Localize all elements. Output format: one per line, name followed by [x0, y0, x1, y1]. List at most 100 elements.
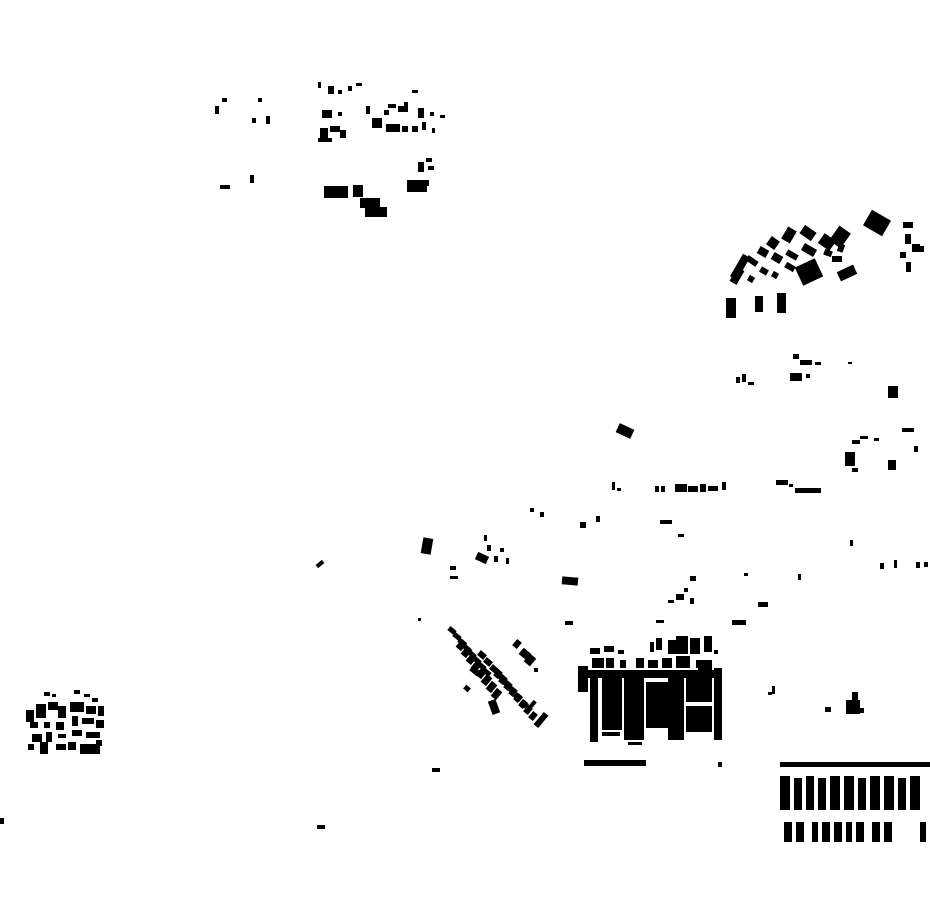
building-footprint [418, 162, 424, 172]
building-footprint [668, 678, 684, 740]
building-footprint [817, 233, 837, 251]
building-footprint [457, 638, 467, 647]
building-footprint [794, 778, 802, 810]
building-footprint [483, 657, 493, 667]
building-footprint [356, 83, 362, 86]
building-footprint [656, 620, 664, 623]
building-footprint [916, 562, 920, 568]
building-footprint [318, 82, 321, 88]
building-footprint [328, 86, 334, 94]
building-footprint [501, 678, 511, 688]
building-footprint [338, 90, 342, 94]
building-footprint [758, 602, 768, 607]
building-footprint [602, 678, 622, 730]
building-footprint [806, 374, 810, 378]
building-footprint [748, 382, 754, 385]
building-footprint [74, 690, 80, 694]
building-footprint [766, 236, 780, 250]
building-footprint [68, 742, 76, 750]
building-footprint [785, 249, 799, 261]
building-footprint [412, 126, 418, 132]
building-footprint [812, 822, 818, 842]
building-footprint [858, 708, 864, 713]
building-footprint [366, 106, 370, 114]
building-footprint [856, 822, 864, 842]
building-footprint [580, 522, 586, 528]
building-footprint [500, 548, 504, 552]
building-footprint [860, 436, 868, 439]
building-footprint [920, 822, 926, 842]
building-footprint [386, 124, 400, 132]
building-footprint [80, 744, 100, 754]
building-footprint [676, 594, 684, 600]
building-footprint [756, 246, 770, 258]
building-footprint [800, 243, 818, 257]
building-footprint [834, 822, 842, 842]
building-footprint [742, 374, 746, 382]
building-footprint [726, 298, 736, 318]
building-footprint [84, 694, 90, 697]
building-footprint [832, 256, 842, 262]
building-footprint [412, 90, 418, 93]
building-footprint [800, 360, 812, 365]
building-footprint [676, 636, 688, 654]
building-footprint [684, 588, 688, 592]
building-footprint [845, 452, 855, 466]
building-footprint [662, 658, 672, 668]
building-footprint [220, 185, 230, 189]
building-footprint [467, 650, 477, 659]
building-footprint [770, 270, 780, 280]
building-footprint [906, 262, 911, 272]
building-footprint [784, 261, 796, 273]
building-footprint [422, 122, 426, 130]
building-footprint [823, 248, 833, 258]
building-footprint [894, 560, 897, 568]
building-footprint [690, 638, 700, 654]
building-footprint [888, 386, 898, 398]
building-footprint [44, 722, 50, 728]
building-footprint [452, 632, 462, 641]
building-footprint [430, 112, 434, 116]
building-footprint [790, 373, 802, 381]
building-footprint [72, 716, 78, 726]
building-footprint [818, 778, 826, 810]
building-footprint [322, 110, 332, 118]
building-footprint [318, 138, 332, 142]
building-footprint [428, 166, 434, 170]
building-footprint [534, 668, 538, 672]
building-footprint [912, 244, 920, 252]
building-footprint [215, 106, 219, 114]
building-footprint [794, 258, 824, 286]
building-footprint [540, 512, 544, 517]
building-footprint [617, 488, 621, 491]
building-footprint [365, 207, 387, 217]
building-footprint [353, 185, 363, 197]
building-footprint [447, 626, 457, 635]
building-footprint [528, 711, 538, 721]
building-footprint [469, 665, 481, 677]
building-footprint [440, 115, 445, 118]
building-footprint [338, 112, 342, 116]
building-footprint [714, 650, 718, 654]
building-footprint [708, 486, 718, 491]
building-footprint [714, 668, 722, 740]
building-footprint [780, 776, 790, 810]
building-footprint [872, 822, 880, 842]
building-footprint [918, 246, 924, 252]
building-footprint [612, 482, 615, 490]
building-footprint [768, 692, 772, 695]
building-footprint [423, 180, 429, 186]
building-footprint [56, 744, 66, 750]
building-footprint [602, 732, 620, 736]
building-footprint [830, 776, 840, 810]
building-footprint [480, 673, 493, 687]
building-footprint [360, 198, 380, 208]
building-footprint [898, 778, 906, 810]
building-footprint [793, 354, 799, 359]
building-footprint [620, 660, 626, 668]
buildings-layer [0, 82, 930, 842]
building-footprint [815, 362, 821, 365]
building-footprint [463, 684, 471, 693]
building-footprint [420, 537, 434, 555]
